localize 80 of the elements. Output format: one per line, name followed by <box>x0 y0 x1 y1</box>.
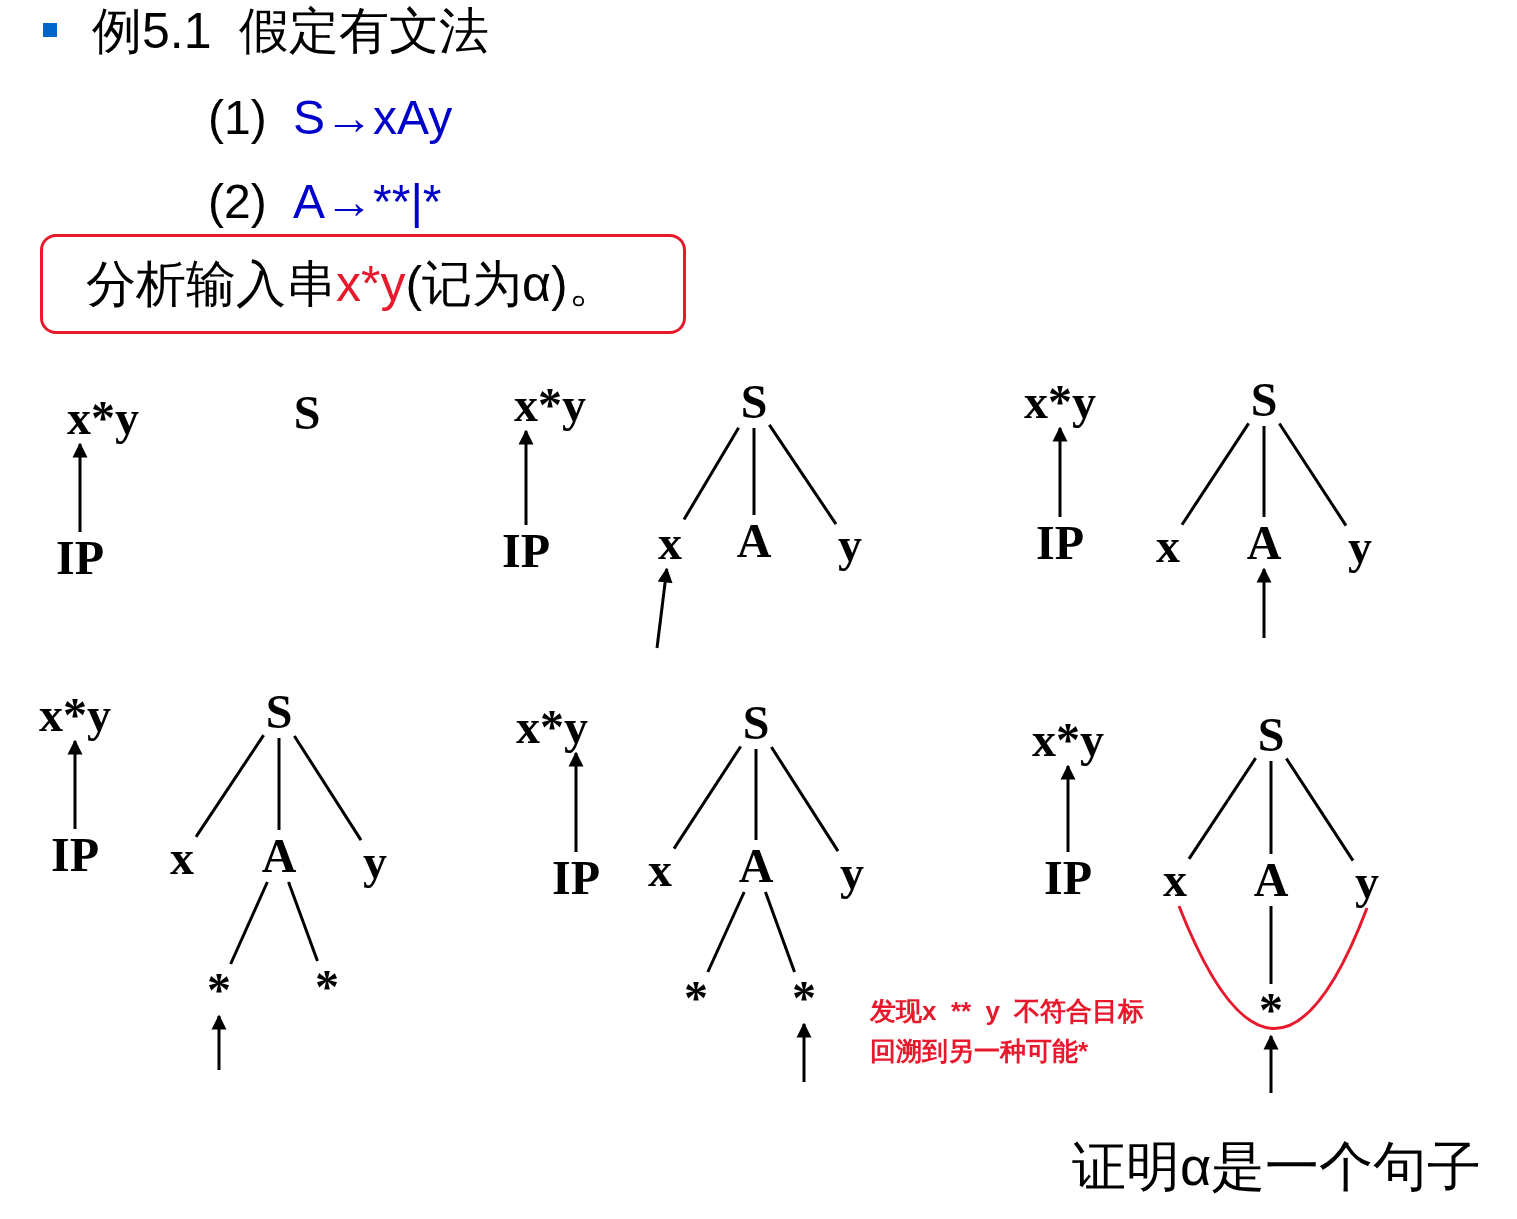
tree-symbol: x*y <box>39 691 111 739</box>
tree-symbol: S <box>1250 376 1278 424</box>
arrow <box>518 429 534 525</box>
tree-branch <box>194 734 265 838</box>
tree-symbol: IP <box>1036 519 1084 567</box>
grammar-rule: S→xAy <box>293 90 453 146</box>
tree-symbol: * <box>684 974 708 1022</box>
tree-symbol: y <box>840 849 864 897</box>
tree-branch <box>1262 426 1266 517</box>
arrow <box>1256 567 1272 638</box>
tree-symbol: S <box>265 688 293 736</box>
tree-symbol: x*y <box>67 394 139 442</box>
tree-symbol: x <box>648 846 672 894</box>
tree-symbol: A <box>1253 856 1289 904</box>
tree-symbol: IP <box>552 854 600 902</box>
tree-branch <box>682 427 740 521</box>
example-heading: 例5.1 假定有文法 <box>92 2 490 61</box>
tree-branch <box>1187 757 1257 860</box>
tree-symbol: y <box>1355 858 1379 906</box>
tree-symbol: x*y <box>514 381 586 429</box>
arrow <box>67 739 83 829</box>
tree-symbol: x*y <box>1032 716 1104 764</box>
tree-symbol: * <box>792 974 816 1022</box>
tree-symbol: S <box>740 378 768 426</box>
tree-branch <box>754 749 758 840</box>
tree-symbol: IP <box>1044 854 1092 902</box>
tree-symbol: IP <box>56 534 104 582</box>
tree-branch <box>293 735 363 841</box>
tree-branch <box>1269 761 1273 854</box>
tree-symbol: * <box>1259 986 1283 1034</box>
tree-branch <box>752 428 756 515</box>
tree-branch <box>1180 422 1250 526</box>
tree-branch <box>1278 422 1348 527</box>
arrow <box>796 1022 812 1082</box>
input-string-text: 分析输入串x*y(记为α)。 <box>86 259 618 309</box>
tree-symbol: S <box>293 389 321 437</box>
tree-branch <box>229 881 269 965</box>
tree-branch <box>768 424 838 525</box>
rule-number: (1) <box>208 90 267 146</box>
curved-line <box>1177 905 1369 1030</box>
tree-symbol: A <box>261 832 297 880</box>
tree-symbol: A <box>738 842 774 890</box>
tree-symbol: x <box>1163 856 1187 904</box>
tree-symbol: IP <box>51 831 99 879</box>
tree-symbol: S <box>1257 711 1285 759</box>
tree-branch <box>672 745 742 850</box>
tree-symbol: x <box>170 834 194 882</box>
rule-number: (2) <box>208 174 267 230</box>
tree-symbol: * <box>207 966 231 1014</box>
tree-symbol: S <box>742 699 770 747</box>
arrow <box>1263 1034 1279 1093</box>
annotation-note: 回溯到另一种可能* <box>870 1035 1089 1068</box>
tree-symbol: A <box>736 517 772 565</box>
tree-branch <box>1285 757 1355 862</box>
tree-symbol: x*y <box>516 703 588 751</box>
arrow <box>655 567 673 649</box>
grammar-rule: A→**|* <box>293 174 442 230</box>
arrow <box>1052 426 1068 517</box>
tree-branch <box>287 881 319 962</box>
annotation-note: 发现x ** y 不符合目标 <box>870 995 1145 1028</box>
tree-symbol: y <box>838 521 862 569</box>
tree-symbol: A <box>1246 519 1282 567</box>
arrow <box>568 751 584 852</box>
tree-symbol: x*y <box>1024 378 1096 426</box>
arrow <box>1060 764 1076 852</box>
highlight-box <box>40 234 686 334</box>
tree-symbol: y <box>1348 523 1372 571</box>
arrow <box>211 1014 227 1070</box>
tree-symbol: x <box>1156 522 1180 570</box>
conclusion-text: 证明α是一个句子 <box>1072 1135 1482 1198</box>
tree-symbol: * <box>315 963 339 1011</box>
tree-symbol: IP <box>502 527 550 575</box>
arrow <box>72 442 88 532</box>
tree-symbol: x <box>658 519 682 567</box>
tree-branch <box>770 746 840 852</box>
tree-branch <box>764 891 796 973</box>
tree-branch <box>277 738 281 830</box>
tree-branch <box>706 891 746 973</box>
tree-branch <box>1269 906 1273 984</box>
tree-symbol: y <box>363 838 387 886</box>
